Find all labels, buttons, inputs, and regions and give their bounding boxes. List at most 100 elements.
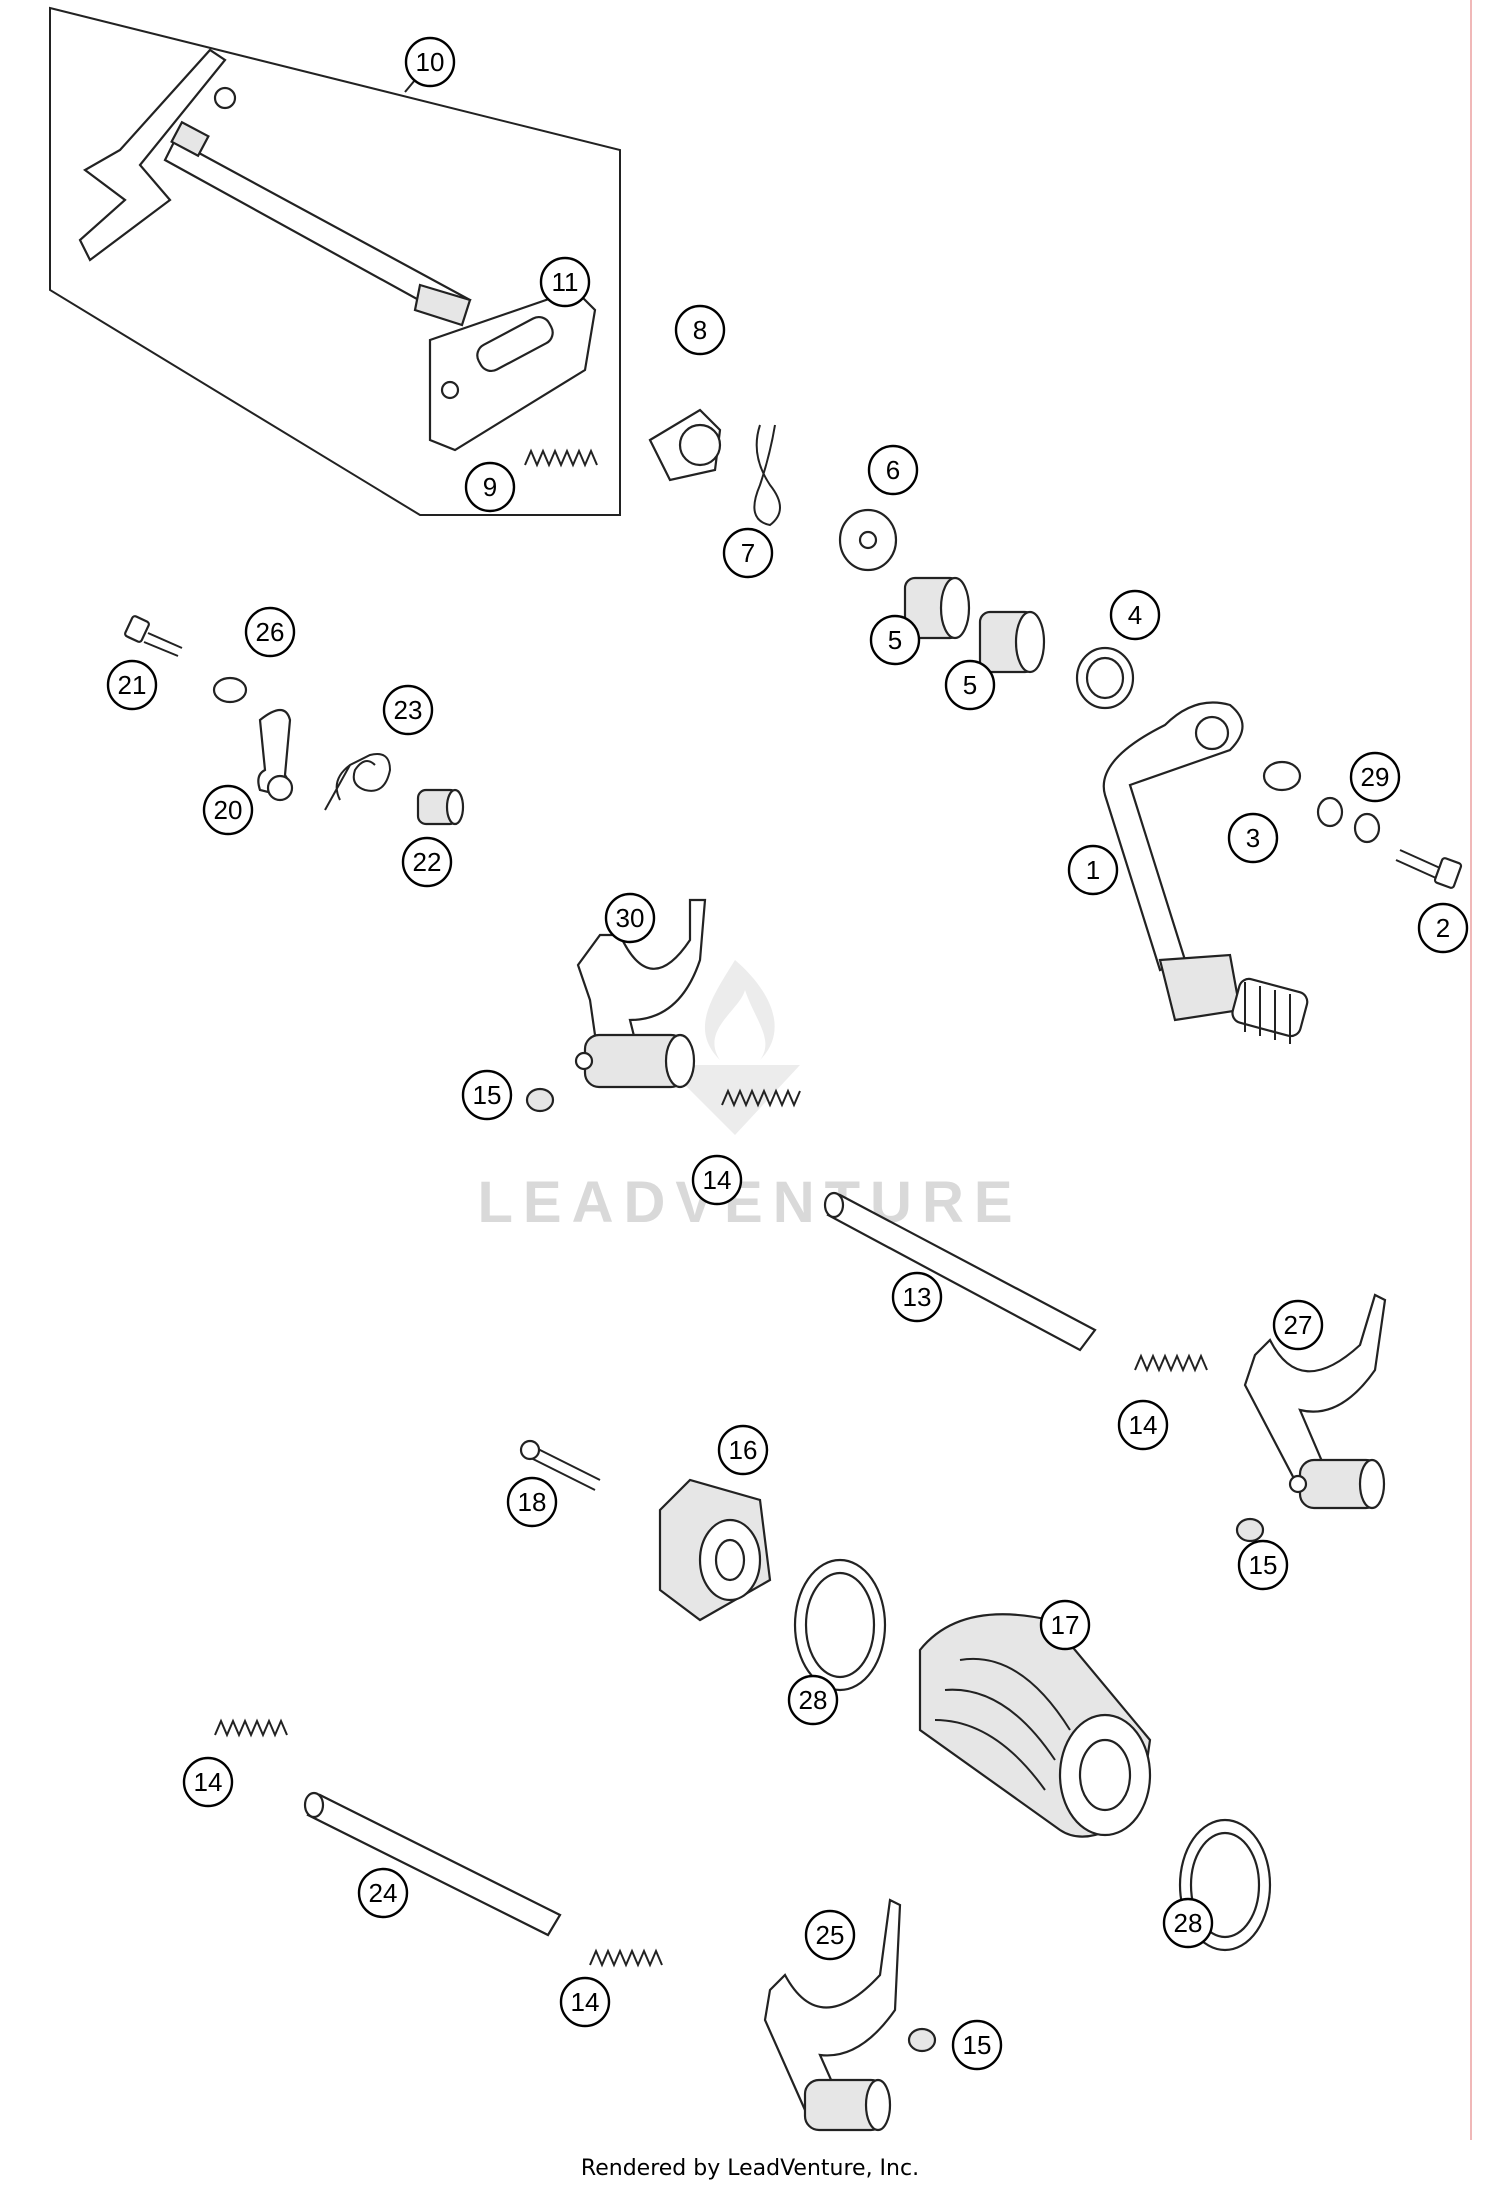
washer-part-26: [212, 676, 248, 704]
bolt-part-2: [1395, 849, 1463, 889]
callout-28b: 28: [1162, 1897, 1214, 1949]
lock-washer-part-29b: [1353, 812, 1381, 844]
shift-cam-part-16: [658, 1478, 772, 1622]
shift-fork-part-27: [1243, 1293, 1387, 1510]
needle-bearing-part-b: [978, 610, 1046, 674]
svg-text:8: 8: [693, 315, 707, 345]
page-edge-rule: [1470, 0, 1472, 2140]
callout-15b: 15: [1237, 1539, 1289, 1591]
svg-text:3: 3: [1246, 823, 1260, 853]
callout-21: 21: [106, 659, 158, 711]
footer-credit: Rendered by LeadVenture, Inc.: [580, 2156, 920, 2181]
bolt-part-21: [124, 615, 183, 657]
callout-30: 30: [604, 892, 656, 944]
callout-18: 18: [506, 1476, 558, 1528]
callout-3: 3: [1227, 812, 1279, 864]
bearing-ring-part-28a: [793, 1558, 887, 1692]
callout-4: 4: [1109, 589, 1161, 641]
needle-bearing-part-a: [903, 576, 971, 640]
callout-8: 8: [674, 304, 726, 356]
callout-16: 16: [717, 1424, 769, 1476]
svg-text:28: 28: [799, 1685, 828, 1715]
callout-29: 29: [1349, 751, 1401, 803]
bushing-part-22: [416, 788, 465, 826]
callout-1: 1: [1067, 844, 1119, 896]
svg-text:6: 6: [886, 455, 900, 485]
svg-text:20: 20: [214, 795, 243, 825]
svg-text:15: 15: [473, 1080, 502, 1110]
svg-text:14: 14: [1129, 1410, 1158, 1440]
seal-ring-part: [1075, 646, 1135, 710]
svg-text:14: 14: [571, 1987, 600, 2017]
shift-shaft-part: [78, 48, 472, 327]
callout-7: 7: [722, 527, 774, 579]
pin-part-18: [519, 1439, 601, 1491]
svg-text:2: 2: [1436, 913, 1450, 943]
svg-text:29: 29: [1361, 762, 1390, 792]
callout-17: 17: [1039, 1599, 1091, 1651]
spring-part: [524, 448, 598, 468]
spring-part-14b: [1134, 1353, 1208, 1373]
svg-text:25: 25: [816, 1920, 845, 1950]
svg-text:16: 16: [729, 1435, 758, 1465]
lock-washer-part-29a: [1316, 796, 1344, 828]
callout-26: 26: [244, 606, 296, 658]
svg-text:21: 21: [118, 670, 147, 700]
callout-15a: 15: [461, 1069, 513, 1121]
callout-23: 23: [382, 684, 434, 736]
shift-shaft-assembly-box: [49, 6, 621, 516]
lever-part-20: [257, 708, 294, 802]
callout-6: 6: [867, 444, 919, 496]
callouts: 10 11 9 8 7 6 5 5 4 21 26 23 20 22 29 3 …: [106, 36, 1469, 2071]
svg-text:14: 14: [703, 1165, 732, 1195]
svg-text:28: 28: [1174, 1908, 1203, 1938]
callout-22: 22: [401, 836, 453, 888]
spring-part-14c: [214, 1718, 288, 1738]
svg-text:26: 26: [256, 617, 285, 647]
callout-11: 11: [539, 256, 591, 308]
fork-rod-part-24: [303, 1791, 562, 1937]
washer-part-3: [1262, 760, 1302, 792]
svg-text:1: 1: [1086, 855, 1100, 885]
roller-part-15b: [1235, 1517, 1265, 1543]
watermark: LEADVENTURE: [477, 960, 1022, 1235]
roller-part-15a: [525, 1087, 555, 1113]
shift-lever-part: [1102, 701, 1309, 1044]
watermark-text: LEADVENTURE: [477, 1170, 1022, 1235]
svg-text:27: 27: [1284, 1310, 1313, 1340]
callout-14a: 14: [691, 1154, 743, 1206]
shift-drum-part-17: [918, 1613, 1152, 1838]
shift-guide-part: [648, 408, 722, 482]
callout-28a: 28: [787, 1674, 839, 1726]
callout-15c: 15: [951, 2019, 1003, 2071]
shift-plate-part: [428, 288, 597, 452]
callout-14b: 14: [1117, 1399, 1169, 1451]
callout-13: 13: [891, 1271, 943, 1323]
callout-24: 24: [357, 1867, 409, 1919]
svg-text:23: 23: [394, 695, 423, 725]
fork-rod-part-13: [823, 1191, 1097, 1352]
return-spring-part: [753, 424, 781, 527]
callout-14d: 14: [559, 1976, 611, 2028]
callout-2: 2: [1417, 902, 1469, 954]
callout-25: 25: [804, 1909, 856, 1961]
svg-text:5: 5: [888, 625, 902, 655]
watermark-flame-icon: [704, 960, 775, 1060]
svg-text:9: 9: [483, 472, 497, 502]
svg-text:13: 13: [903, 1282, 932, 1312]
spring-part-14a: [721, 1088, 801, 1108]
callout-5a: 5: [869, 614, 921, 666]
torsion-spring-part-23: [324, 753, 392, 811]
svg-text:15: 15: [1249, 1550, 1278, 1580]
svg-text:4: 4: [1128, 600, 1142, 630]
svg-text:11: 11: [552, 267, 579, 297]
svg-text:15: 15: [963, 2030, 992, 2060]
callout-27: 27: [1272, 1299, 1324, 1351]
svg-text:5: 5: [963, 670, 977, 700]
svg-text:10: 10: [416, 47, 445, 77]
svg-text:30: 30: [616, 903, 645, 933]
callout-10: 10: [404, 36, 456, 88]
svg-text:17: 17: [1051, 1610, 1080, 1640]
svg-text:7: 7: [741, 538, 755, 568]
roller-part-15c: [907, 2027, 937, 2053]
